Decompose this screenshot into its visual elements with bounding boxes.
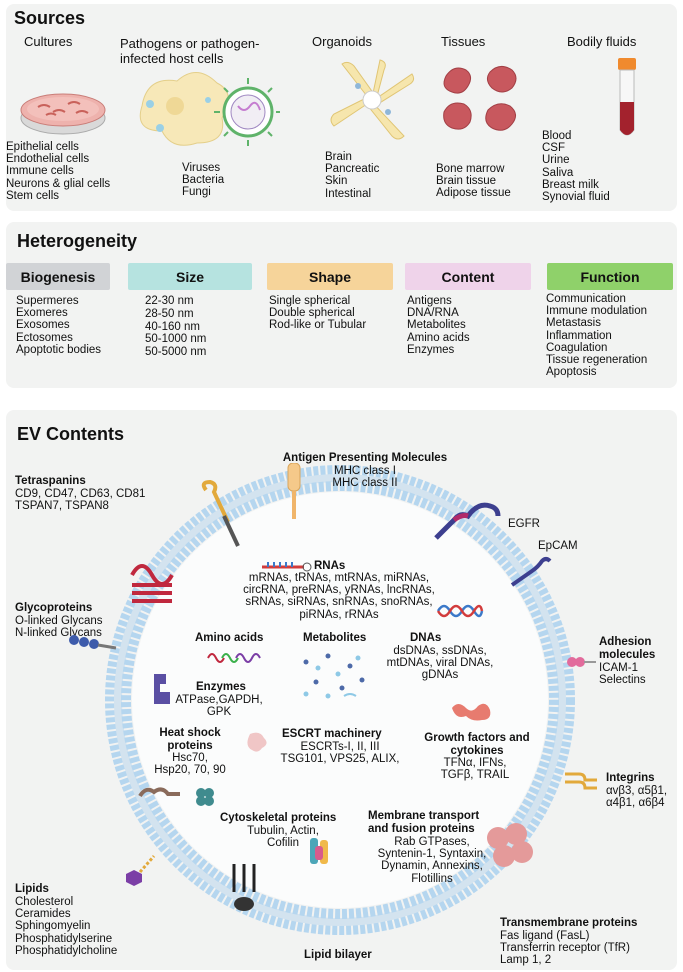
heterogeneity-title: Heterogeneity <box>17 231 138 251</box>
enzymes-list: ATPase,GAPDH,GPK <box>175 694 263 719</box>
escrt-heading: ESCRT machinery <box>282 728 382 740</box>
cultures-heading: Cultures <box>24 34 73 49</box>
tetraspanin-icon <box>201 480 240 547</box>
size-header: Size <box>128 263 252 290</box>
epcam-label: EpCAM <box>538 540 578 552</box>
receptor-icon <box>130 564 174 603</box>
dna-icon <box>436 604 484 618</box>
heat-shock-protein-icon <box>247 732 267 752</box>
transmembrane-list: Fas ligand (FasL)Transferrin receptor (T… <box>500 930 630 967</box>
apm-heading: Antigen Presenting Molecules <box>282 452 448 464</box>
metabolites-icon <box>303 653 365 699</box>
cytoskeletal-icon <box>196 788 214 806</box>
enzyme-icon <box>154 674 170 704</box>
shape-header: Shape <box>267 263 393 290</box>
dnas-heading: DNAs <box>410 632 442 644</box>
function-header: Function <box>547 263 673 290</box>
mhc-molecule-icon <box>287 463 301 519</box>
fusion-protein-icon <box>310 838 328 864</box>
growth-list: TFNα, IFNs,TGFβ, TRAIL <box>440 757 510 782</box>
glycoproteins-heading: Glycoproteins <box>15 602 93 614</box>
membrane-protein-icon <box>138 787 180 798</box>
organoid-icon <box>330 59 415 140</box>
tetraspanins-heading: Tetraspanins <box>15 475 86 487</box>
integrins-list: αvβ3, α5β1,α4β1, α6β4 <box>606 785 668 810</box>
rna-icon <box>262 562 312 572</box>
membrane-transport-list: Rab GTPases,Syntenin-1, Syntaxin,Dynamin… <box>377 836 487 885</box>
cytoskeletal-list: Tubulin, Actin,Cofilin <box>247 825 319 850</box>
petri-dish-icon <box>20 93 106 135</box>
glycan-icon <box>69 635 117 650</box>
egfr-label: EGFR <box>508 518 540 530</box>
rnas-heading: RNAs <box>314 560 346 572</box>
pathogen-cells-icon <box>139 72 280 146</box>
ev-contents-title: EV Contents <box>17 424 125 444</box>
biogenesis-header: Biogenesis <box>6 263 110 290</box>
fluids-heading: Bodily fluids <box>567 34 637 49</box>
rnas-list: mRNAs, tRNAs, mtRNAs, miRNAs,circRNA, pr… <box>243 572 435 621</box>
fas-ligand-icon <box>232 864 256 911</box>
metabolites-label: Metabolites <box>303 632 367 644</box>
growth-factor-icon <box>452 703 491 721</box>
vesicle-membrane <box>105 465 575 935</box>
egfr-receptor-icon <box>434 502 501 540</box>
lipids-heading: Lipids <box>15 883 49 895</box>
transmembrane-heading: Transmembrane proteins <box>500 917 638 929</box>
pathogens-heading: Pathogens or pathogen-infected host cell… <box>120 36 260 66</box>
lipid-icon <box>126 855 156 886</box>
transport-protein-icon <box>487 823 533 867</box>
amino-acids-label: Amino acids <box>195 632 264 644</box>
integrin-icon <box>565 772 597 790</box>
integrins-heading: Integrins <box>606 772 655 784</box>
sources-title: Sources <box>14 8 86 28</box>
sources-panel <box>6 4 677 211</box>
cytoskeletal-heading: Cytoskeletal proteins <box>220 812 337 824</box>
amino-acid-icon <box>207 653 261 663</box>
tissues-icon <box>443 66 517 131</box>
organoids-heading: Organoids <box>312 34 372 49</box>
enzymes-heading: Enzymes <box>196 681 246 693</box>
adhesion-icon <box>567 657 596 667</box>
heat-shock-list: Hsc70,Hsp20, 70, 90 <box>154 752 226 777</box>
dnas-list: dsDNAs, ssDNAs,mtDNAs, viral DNAs,gDNAs <box>386 645 494 682</box>
lipid-bilayer-label: Lipid bilayer <box>304 949 372 961</box>
epcam-icon <box>510 557 552 587</box>
blood-tube-icon <box>618 58 636 136</box>
tissues-heading: Tissues <box>441 34 486 49</box>
content-header: Content <box>405 263 531 290</box>
heterogeneity-panel <box>6 222 677 388</box>
